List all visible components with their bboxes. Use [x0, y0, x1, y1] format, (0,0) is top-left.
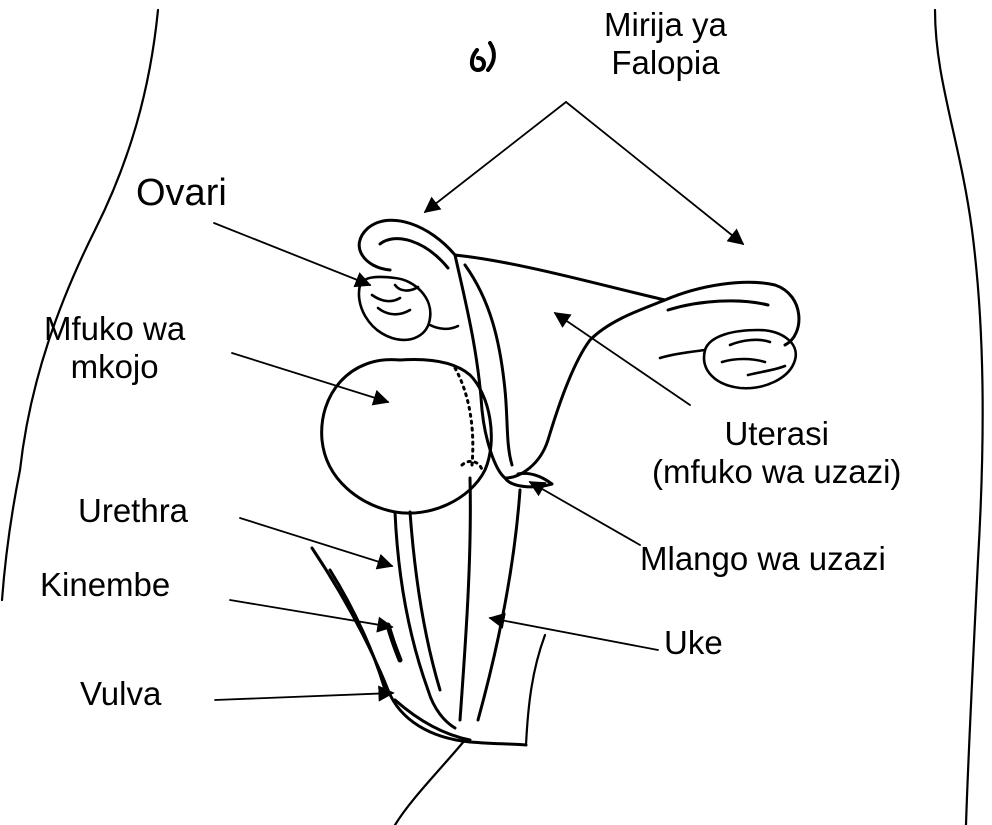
clitoris-pointer: [230, 600, 392, 627]
fallopian-pointer-right: [566, 102, 743, 244]
label-ovari: Ovari: [136, 172, 227, 216]
label-cervix: Mlango wa uzazi: [640, 540, 886, 578]
left-thigh: [395, 740, 465, 825]
label-fallopian-line-1: Mirija ya: [604, 6, 727, 44]
label-fallopian-line-2: Falopia: [604, 44, 727, 82]
urethra-pointer: [240, 518, 392, 566]
label-bladder-line-1: Mfuko wa: [44, 310, 185, 348]
label-clitoris: Kinembe: [40, 566, 170, 604]
vulva-drawing: [312, 548, 526, 745]
cervix: [505, 473, 552, 486]
right-fallopian-tube: [665, 282, 799, 345]
label-uterus: Uterasi (mfuko wa uzazi): [652, 415, 901, 491]
uterus-pointer: [555, 313, 690, 405]
right-fallopian-tube-inner: [668, 301, 768, 310]
bladder-pointer: [232, 353, 388, 402]
ovari-pointer: [214, 223, 370, 285]
left-fallopian-tube-inner: [380, 239, 448, 268]
label-fallopian-tubes: Mirija ya Falopia: [604, 6, 727, 82]
page-mark-scribble: [472, 43, 494, 70]
vagina-wall-right: [478, 490, 520, 720]
label-uterus-line-2: (mfuko wa uzazi): [652, 453, 901, 491]
bladder-drawing: [322, 360, 492, 728]
urethra-tube-inner: [410, 512, 440, 690]
vagina-wall-left: [460, 478, 470, 720]
label-vulva: Vulva: [80, 675, 161, 713]
label-bladder: Mfuko wa mkojo: [44, 310, 185, 386]
label-vagina: Uke: [664, 624, 723, 662]
labia-outer: [312, 548, 526, 745]
label-uterus-line-1: Uterasi: [652, 415, 901, 453]
pointer-lines: [214, 102, 743, 700]
fallopian-pointer-left: [425, 102, 566, 212]
cervix-pointer: [530, 482, 640, 545]
ovaries: [359, 277, 796, 388]
vulva-pointer: [215, 693, 393, 700]
urethra-tube: [395, 512, 455, 728]
label-bladder-line-2: mkojo: [44, 348, 185, 386]
bladder: [322, 360, 492, 514]
body-right-side: [935, 10, 983, 825]
clitoris: [388, 625, 400, 660]
right-thigh: [526, 635, 545, 745]
vagina-drawing: [460, 478, 520, 720]
vagina-pointer: [490, 618, 658, 650]
left-fallopian-tube: [359, 220, 455, 270]
label-urethra: Urethra: [78, 492, 188, 530]
